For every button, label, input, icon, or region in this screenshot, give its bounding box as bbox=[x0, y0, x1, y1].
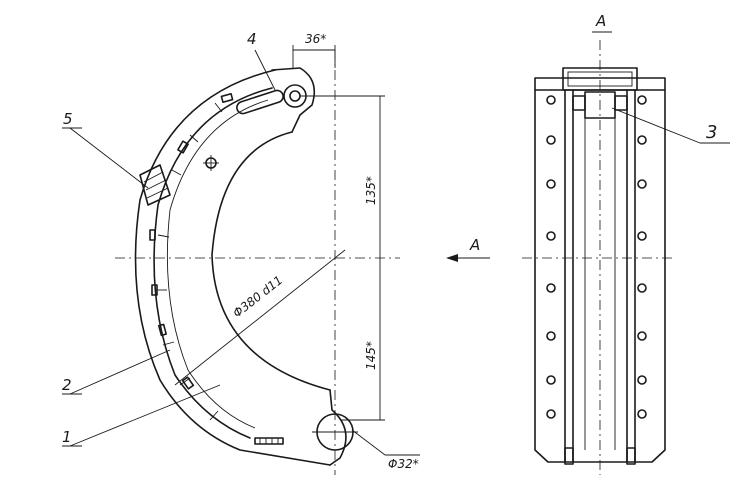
label-part-2: 2 bbox=[62, 376, 72, 394]
inner-bore-arc bbox=[211, 131, 331, 391]
insert-block bbox=[139, 164, 171, 206]
view-arrow-head bbox=[446, 254, 458, 262]
bolt-holes-right bbox=[637, 95, 647, 419]
bottom-lug bbox=[329, 389, 347, 466]
side-view: 5 4 2 1 36* 135* 145* Φ380 d11 Φ32* A bbox=[62, 30, 490, 475]
dim-top-width-text: 36* bbox=[305, 32, 326, 46]
dim-heights bbox=[300, 95, 385, 421]
view-arrow-label: A bbox=[469, 236, 480, 254]
label-part-4: 4 bbox=[247, 30, 257, 48]
label-part-3: 3 bbox=[706, 122, 717, 143]
dim-top-width bbox=[292, 45, 336, 68]
dim-lower-height-text: 145* bbox=[364, 341, 378, 370]
frame-outline bbox=[534, 77, 666, 463]
liner-inner-arc bbox=[166, 99, 269, 429]
bottom-pad bbox=[254, 437, 284, 445]
bolt-holes-left bbox=[546, 95, 556, 419]
liner-segments bbox=[149, 93, 234, 421]
dim-hole-diameter-text: Φ32* bbox=[388, 457, 419, 471]
section-title: A bbox=[595, 12, 606, 30]
slot bbox=[236, 89, 284, 115]
label-part-5: 5 bbox=[63, 110, 73, 128]
dim-upper-height-text: 135* bbox=[364, 176, 378, 205]
liner-arc bbox=[153, 87, 273, 439]
label-part-1: 1 bbox=[62, 428, 72, 446]
front-view: A bbox=[522, 12, 730, 475]
dim-inner-diameter-text: Φ380 d11 bbox=[230, 273, 285, 320]
outer-arc bbox=[134, 69, 331, 466]
top-lug bbox=[271, 67, 316, 133]
top-pin-inner bbox=[289, 90, 301, 102]
